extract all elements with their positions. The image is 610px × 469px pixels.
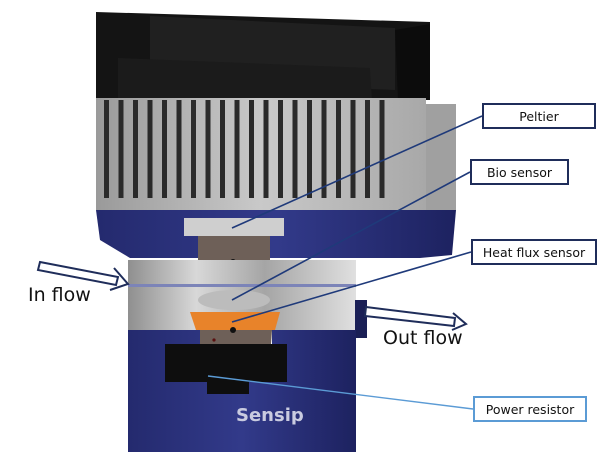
out-flow-label: Out flow: [383, 327, 463, 349]
heatsink-fin-gap: [104, 100, 109, 198]
heatsink-fin-gap: [321, 100, 327, 198]
heatsink-fin-gap: [205, 100, 211, 198]
heatsink-fin-gap: [249, 100, 254, 198]
heatsink-fin-gap: [220, 100, 225, 198]
bio-sensor-label: Bio sensor: [470, 159, 569, 185]
heatsink-fin-gap: [278, 100, 283, 198]
heatsink-fin-gap: [162, 100, 167, 198]
heatsink-fin-gap: [307, 100, 312, 198]
heat-flux-sensor-label: Heat flux sensor: [471, 239, 597, 265]
heatsink-fin-gap: [365, 100, 370, 198]
peltier-leader-line: [231, 115, 483, 229]
heatsink: [96, 98, 456, 210]
heatsink-fin-gap: [147, 100, 153, 198]
heatsink-fin-gap: [191, 100, 196, 198]
heatsink-fin-gap: [176, 100, 182, 198]
heatsink-fin-gap: [263, 100, 269, 198]
heatsink-fins: [104, 100, 385, 198]
fan-housing: [96, 12, 430, 100]
power-resistor: [165, 344, 287, 382]
out-flow-arrow: [363, 305, 468, 331]
bio-sensor-disc: [198, 290, 270, 310]
heatsink-fin-gap: [336, 100, 341, 198]
power-resistor-leader-line: [207, 375, 474, 410]
heatsink-fin-gap: [379, 100, 385, 198]
brand-logo: Sensip: [236, 405, 304, 426]
heatsink-fin-gap: [133, 100, 138, 198]
in-flow-label: In flow: [28, 284, 91, 306]
heatsink-fin-gap: [234, 100, 240, 198]
power-resistor-label: Power resistor: [473, 396, 587, 422]
heatsink-fin-gap: [292, 100, 298, 198]
peltier-label: Peltier: [482, 103, 596, 129]
heatsink-fin-gap: [350, 100, 356, 198]
lower-housing: Sensip: [128, 330, 356, 452]
bio-sensor-leader-line: [231, 171, 471, 301]
heat-flux-leader-line: [231, 251, 472, 323]
in-flow-arrow: [36, 260, 130, 291]
heatsink-fin-gap: [118, 100, 124, 198]
